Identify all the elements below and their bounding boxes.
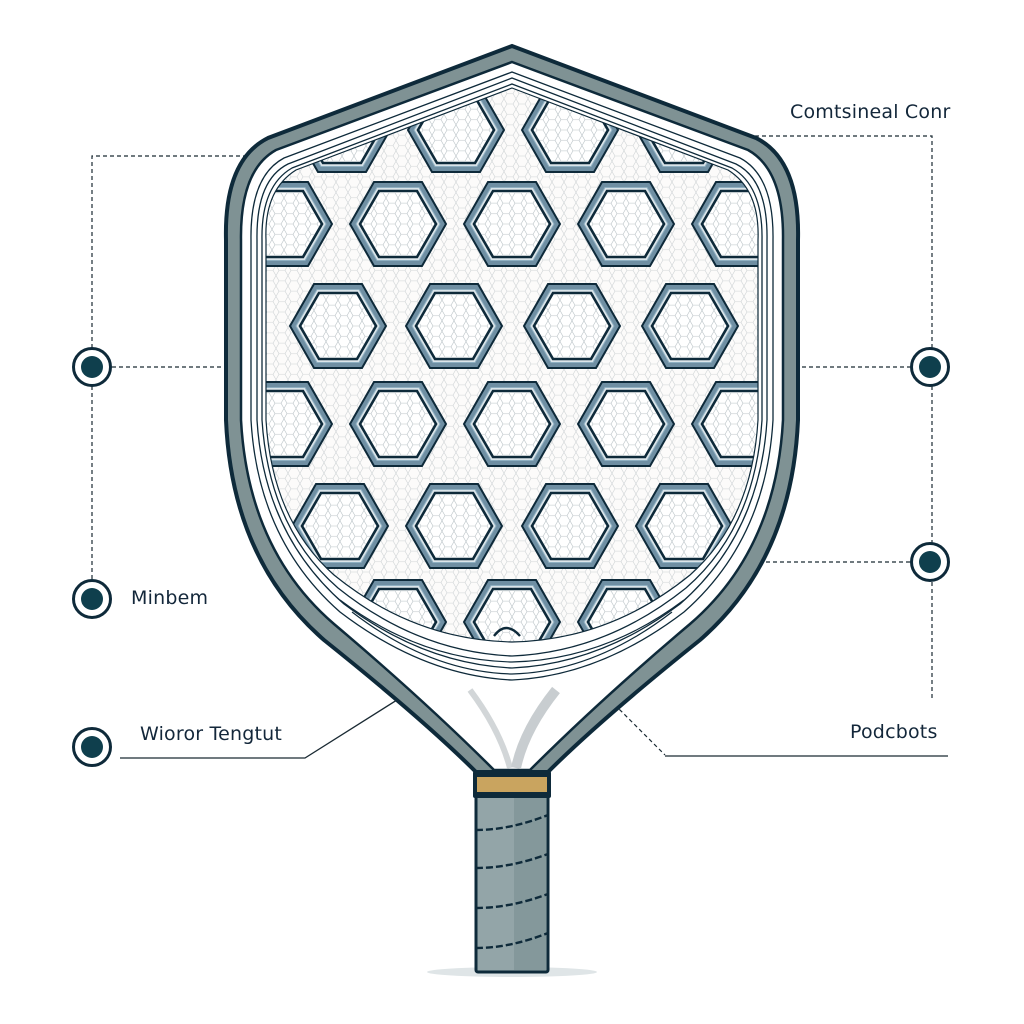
honeycomb-core	[265, 88, 759, 642]
label-left-bottom: Wioror Tengtut	[140, 723, 283, 745]
label-right-bottom: Podcbots	[850, 721, 938, 743]
label-left-middle: Minbem	[131, 587, 209, 609]
callout-marker-left-upper[interactable]	[72, 347, 112, 387]
callout-marker-right-upper[interactable]	[910, 347, 950, 387]
label-top-right: Comtsineal Conr	[790, 101, 951, 123]
paddle-handle	[427, 771, 597, 977]
callout-marker-left-middle[interactable]	[72, 579, 112, 619]
callout-marker-right-lower[interactable]	[910, 542, 950, 582]
face-rim	[265, 87, 759, 675]
leader-tip	[493, 626, 521, 637]
callout-marker-left-bottom[interactable]	[72, 727, 112, 767]
